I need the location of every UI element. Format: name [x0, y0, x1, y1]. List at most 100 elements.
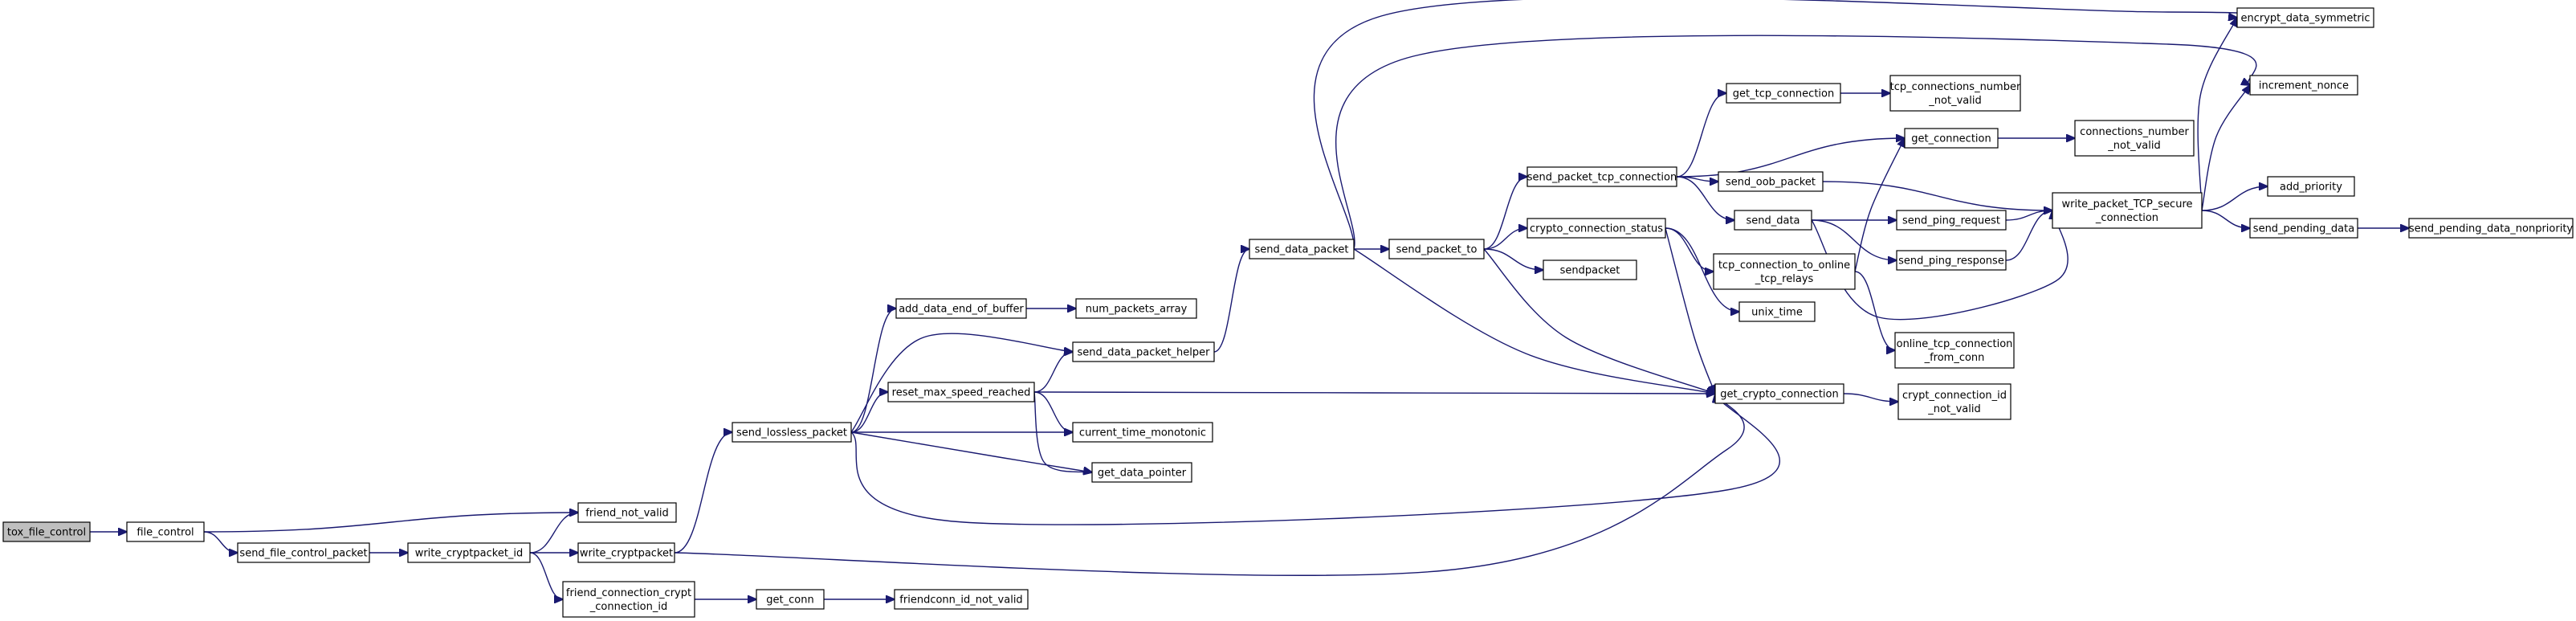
node-tcp-connections-number-not-valid[interactable]: tcp_connections_number_not_valid — [1889, 75, 2021, 112]
node-friend-not-valid[interactable]: friend_not_valid — [577, 502, 677, 523]
edge-send-packet-tcp-connection-to-get-tcp-connection — [1676, 93, 1726, 178]
node-label: crypt_connection_id — [1902, 390, 2007, 402]
node-box — [756, 589, 825, 610]
node-box — [1889, 75, 2021, 112]
node-label: send_data_packet_helper — [1077, 347, 1210, 359]
node-box — [1897, 383, 2011, 420]
node-write-cryptpacket-id[interactable]: write_cryptpacket_id — [407, 542, 531, 563]
node-send-pending-data[interactable]: send_pending_data — [2249, 218, 2358, 239]
node-box — [1526, 166, 1677, 187]
node-label: _connection — [2095, 212, 2158, 224]
node-send-ping-request[interactable]: send_ping_request — [1896, 210, 2007, 231]
node-send-data-packet[interactable]: send_data_packet — [1249, 239, 1355, 259]
node-label: reset_max_speed_reached — [892, 387, 1031, 399]
edge-crypto-connection-status-to-unix-time — [1665, 227, 1739, 312]
edge-write-packet-TCP-secure-connection-to-add-priority — [2201, 186, 2268, 211]
node-label: online_tcp_connection — [1897, 338, 2013, 350]
node-get-conn[interactable]: get_conn — [756, 589, 825, 610]
node-send-lossless-packet[interactable]: send_lossless_packet — [732, 422, 852, 443]
node-label: friendconn_id_not_valid — [899, 594, 1022, 607]
node-tcp-connection-to-online-tcp-relays[interactable]: tcp_connection_to_online_tcp_relays — [1713, 253, 1856, 290]
node-box — [732, 422, 852, 443]
node-crypto-connection-status[interactable]: crypto_connection_status — [1526, 218, 1666, 239]
node-sendpacket[interactable]: sendpacket — [1543, 259, 1637, 280]
node-box — [1904, 128, 1999, 149]
edge-write-packet-TCP-secure-connection-to-send-pending-data — [2201, 210, 2250, 228]
node-online-tcp-connection-from-conn[interactable]: online_tcp_connection _from_conn — [1894, 332, 2015, 369]
node-box — [1072, 341, 1215, 362]
node-box — [1249, 239, 1355, 259]
node-get-connection[interactable]: get_connection — [1904, 128, 1999, 149]
node-send-oob-packet[interactable]: send_oob_packet — [1718, 171, 1824, 192]
node-write-cryptpacket[interactable]: write_cryptpacket — [577, 542, 675, 563]
node-get-data-pointer[interactable]: get_data_pointer — [1091, 462, 1192, 483]
node-current-time-monotonic[interactable]: current_time_monotonic — [1072, 422, 1213, 443]
edge-send-packet-to-to-get-crypto-connection — [1483, 248, 1715, 394]
node-box — [1726, 83, 1841, 104]
edge-send-ping-response-to-write-packet-TCP-secure-connection — [2005, 210, 2052, 261]
node-label: current_time_monotonic — [1079, 427, 1206, 439]
node-box — [2236, 7, 2374, 28]
node-connections-number-not-valid[interactable]: connections_number_not_valid — [2074, 120, 2195, 157]
node-label: send_packet_tcp_connection — [1527, 172, 1677, 184]
node-box — [577, 502, 677, 523]
node-box — [2249, 218, 2358, 239]
node-label: send_data — [1746, 215, 1800, 227]
edge-reset-max-speed-reached-to-current-time-monotonic — [1033, 391, 1073, 432]
edge-send-data-packet-to-get-crypto-connection — [1353, 248, 1715, 394]
node-write-packet-TCP-secure-connection[interactable]: write_packet_TCP_secure _connection — [2052, 192, 2203, 229]
edge-write-packet-TCP-secure-connection-to-increment-nonce — [2201, 85, 2250, 211]
node-label: get_crypto_connection — [1720, 389, 1838, 401]
node-label: tox_file_control — [7, 527, 86, 539]
edge-crypto-connection-status-to-get-crypto-connection — [1665, 227, 1715, 394]
node-label: unix_time — [1751, 307, 1803, 319]
node-label: write_packet_TCP_secure — [2061, 198, 2192, 210]
node-label: _from_conn — [1924, 352, 1985, 364]
node-label: send_data_packet — [1254, 244, 1348, 256]
node-add-data-end-of-buffer[interactable]: add_data_end_of_buffer — [895, 298, 1027, 319]
node-label: crypto_connection_status — [1530, 223, 1663, 235]
edge-send-oob-packet-to-write-packet-TCP-secure-connection — [1822, 181, 2052, 210]
edge-send-packet-to-to-send-packet-tcp-connection — [1483, 177, 1527, 250]
node-encrypt-data-symmetric[interactable]: encrypt_data_symmetric — [2236, 7, 2374, 28]
node-tox-file-control[interactable]: tox_file_control — [2, 521, 91, 542]
node-file-control[interactable]: file_control — [126, 521, 205, 542]
node-add-priority[interactable]: add_priority — [2267, 176, 2355, 197]
node-friend-connection-crypt-connection-id[interactable]: friend_connection_crypt_connection_id — [562, 581, 695, 618]
node-crypt-connection-id-not-valid[interactable]: crypt_connection_id_not_valid — [1897, 383, 2011, 420]
node-box — [1718, 171, 1824, 192]
edge-write-packet-TCP-secure-connection-to-encrypt-data-symmetric — [2197, 18, 2237, 211]
node-send-data-packet-helper[interactable]: send_data_packet_helper — [1072, 341, 1215, 362]
node-send-packet-to[interactable]: send_packet_to — [1388, 239, 1485, 259]
node-send-pending-data-nonpriority[interactable]: send_pending_data_nonpriority — [2408, 218, 2574, 239]
node-label: send_file_control_packet — [239, 548, 367, 560]
node-reset-max-speed-reached[interactable]: reset_max_speed_reached — [887, 382, 1035, 402]
node-label: write_cryptpacket — [580, 548, 673, 560]
edge-send-data-to-send-ping-response — [1811, 219, 1897, 260]
node-unix-time[interactable]: unix_time — [1738, 301, 1816, 322]
node-label: send_packet_to — [1396, 244, 1478, 256]
node-box — [1543, 259, 1637, 280]
node-send-packet-tcp-connection[interactable]: send_packet_tcp_connection — [1526, 166, 1677, 187]
node-get-tcp-connection[interactable]: get_tcp_connection — [1726, 83, 1841, 104]
node-friendconn-id-not-valid[interactable]: friendconn_id_not_valid — [894, 589, 1029, 610]
node-num-packets-array[interactable]: num_packets_array — [1075, 298, 1197, 319]
node-label: send_pending_data_nonpriority — [2409, 223, 2574, 235]
edge-get-crypto-connection-to-crypt-connection-id-not-valid — [1843, 393, 1898, 402]
node-send-ping-response[interactable]: send_ping_response — [1896, 250, 2007, 271]
node-box — [1526, 218, 1666, 239]
node-box — [1388, 239, 1485, 259]
node-label: encrypt_data_symmetric — [2240, 13, 2370, 25]
edge-send-packet-tcp-connection-to-send-data — [1676, 176, 1734, 220]
node-send-file-control-packet[interactable]: send_file_control_packet — [237, 542, 370, 563]
node-send-data[interactable]: send_data — [1734, 210, 1812, 231]
node-label: _not_valid — [1928, 95, 1981, 107]
node-get-crypto-connection[interactable]: get_crypto_connection — [1714, 383, 1844, 404]
edge-reset-max-speed-reached-to-get-crypto-connection — [1033, 392, 1715, 394]
node-label: add_priority — [2280, 182, 2342, 194]
node-label: get_data_pointer — [1098, 468, 1187, 480]
node-box — [577, 542, 675, 563]
node-box — [1072, 422, 1213, 443]
node-increment-nonce[interactable]: increment_nonce — [2249, 75, 2358, 96]
